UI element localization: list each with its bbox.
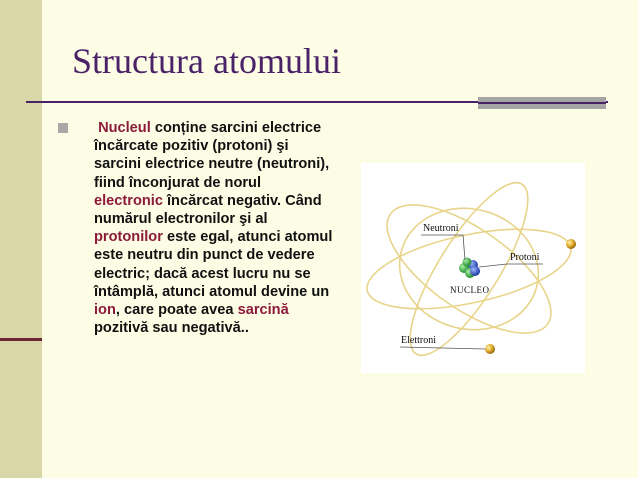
label-line — [462, 234, 466, 261]
orbit-ring — [386, 204, 552, 334]
atom-diagram: Neutroni Protoni NUCLEO Elettroni — [361, 163, 585, 373]
electron-icon — [485, 344, 495, 354]
text-segment: ion — [94, 302, 116, 319]
slide-title: Structura atomului — [72, 41, 341, 81]
label-elettroni: Elettroni — [401, 335, 436, 346]
orbit-ring — [409, 181, 529, 357]
text-segment: încărcat negativ. Când numărul electroni… — [94, 192, 322, 228]
text-segment: , care poate avea — [115, 302, 238, 319]
label-nucleo: NUCLEO — [450, 285, 490, 295]
label-line — [399, 346, 486, 350]
side-band — [0, 0, 42, 478]
text-segment: electronic — [94, 192, 163, 209]
title-divider-stripe — [478, 102, 606, 104]
side-band-accent — [0, 338, 42, 341]
label-line — [478, 263, 508, 268]
text-segment: este egal, atunci atomul este neutru din… — [94, 229, 333, 300]
text-segment: conține sarcini electrice încărcate pozi… — [94, 120, 330, 191]
text-segment: Nucleul — [98, 120, 151, 136]
orbit-ring — [398, 207, 540, 331]
electron-icon — [566, 239, 576, 249]
bullet-square-icon — [58, 123, 68, 133]
title-divider — [26, 101, 608, 103]
text-segment: pozitivă sau negativă.. — [94, 320, 249, 337]
label-protoni: Protoni — [510, 252, 540, 263]
nucleus-icon — [459, 257, 480, 278]
text-segment: sarcină — [237, 302, 289, 319]
text-segment: protonilor — [94, 229, 163, 246]
label-neutroni: Neutroni — [423, 223, 459, 234]
bullet-paragraph: Nucleul conține sarcini electrice încărc… — [94, 119, 334, 337]
